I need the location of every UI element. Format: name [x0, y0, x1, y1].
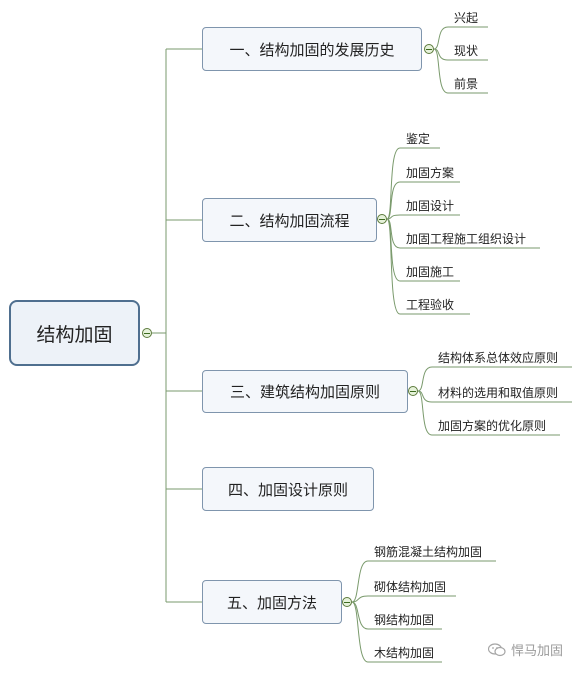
- branch-label-5: 五、加固方法: [226, 593, 317, 612]
- leaf-5-2[interactable]: 砌体结构加固: [374, 580, 447, 594]
- leaf-2-3[interactable]: 加固设计: [406, 199, 455, 213]
- branch-node-1[interactable]: 一、结构加固的发展历史: [202, 27, 422, 71]
- branch-5-collapse-toggle-icon[interactable]: [342, 597, 352, 607]
- leaf-3-2[interactable]: 材料的选用和取值原则: [438, 386, 559, 400]
- leaf-connector-line: [417, 390, 560, 436]
- leaf-connector-line: [433, 48, 488, 94]
- leaf-connector-line: [417, 366, 572, 392]
- leaf-2-6[interactable]: 工程验收: [406, 298, 455, 312]
- branch-label-4: 四、加固设计原则: [227, 480, 348, 499]
- leaf-connector-line: [351, 601, 442, 663]
- branch-node-5[interactable]: 五、加固方法: [202, 580, 342, 624]
- leaf-connector-line: [417, 390, 572, 403]
- branch-1-collapse-toggle-icon[interactable]: [424, 44, 434, 54]
- leaf-2-4[interactable]: 加固工程施工组织设计: [406, 232, 527, 246]
- branch-label-2: 二、结构加固流程: [229, 211, 350, 230]
- leaf-5-4[interactable]: 木结构加固: [374, 646, 435, 660]
- leaf-1-3[interactable]: 前景: [454, 77, 479, 91]
- leaf-connector-line: [386, 181, 460, 220]
- branch-label-1: 一、结构加固的发展历史: [229, 40, 395, 59]
- leaf-5-1[interactable]: 钢筋混凝土结构加固: [374, 545, 483, 559]
- leaf-5-3[interactable]: 钢结构加固: [374, 613, 435, 627]
- root-label: 结构加固: [36, 323, 113, 346]
- leaf-2-5[interactable]: 加固施工: [406, 265, 455, 279]
- branch-node-2[interactable]: 二、结构加固流程: [202, 198, 377, 242]
- leaf-3-1[interactable]: 结构体系总体效应原则: [438, 351, 559, 365]
- wechat-icon: [488, 642, 506, 656]
- leaf-1-1[interactable]: 兴起: [454, 11, 479, 25]
- root-node[interactable]: 结构加固: [9, 300, 140, 366]
- branch-label-3: 三、建筑结构加固原则: [229, 383, 380, 401]
- watermark-text: 悍马加固: [511, 644, 564, 659]
- branch-2-collapse-toggle-icon[interactable]: [377, 214, 387, 224]
- leaf-2-2[interactable]: 加固方案: [406, 166, 455, 180]
- leaf-connector-line: [433, 48, 488, 61]
- watermark: 悍马加固: [488, 640, 563, 659]
- leaf-connector-line: [351, 595, 456, 603]
- branch-node-4[interactable]: 四、加固设计原则: [202, 467, 374, 511]
- leaf-connector-line: [386, 218, 470, 315]
- leaf-connector-line: [386, 214, 460, 220]
- leaf-3-3[interactable]: 加固方案的优化原则: [438, 419, 547, 433]
- leaf-1-2[interactable]: 现状: [454, 44, 479, 58]
- leaf-connector-line: [433, 26, 488, 50]
- leaf-connector-line: [351, 560, 496, 603]
- leaf-2-1[interactable]: 鉴定: [406, 132, 431, 146]
- root-collapse-toggle-icon[interactable]: [142, 328, 152, 338]
- branch-3-collapse-toggle-icon[interactable]: [408, 386, 418, 396]
- branch-node-3[interactable]: 三、建筑结构加固原则: [202, 370, 408, 413]
